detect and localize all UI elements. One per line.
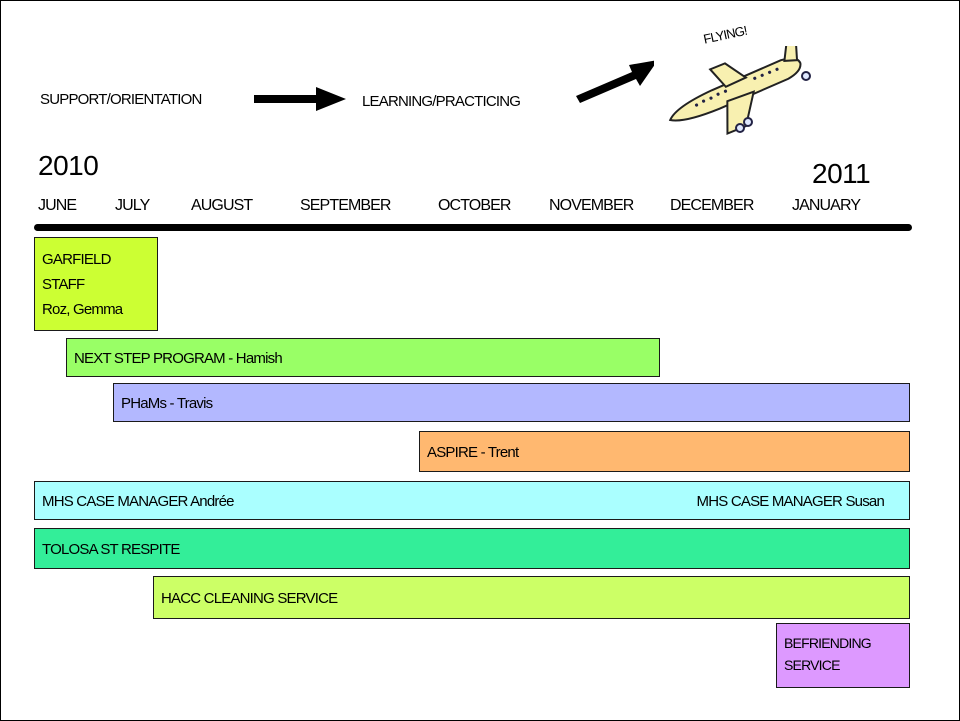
month-november: NOVEMBER [549,197,634,214]
month-august: AUGUST [191,197,253,214]
service-label: HACC CLEANING SERVICE [161,590,338,607]
service-label: Roz, Gemma [42,301,123,318]
service-label: BEFRIENDING [784,635,872,651]
month-july: JULY [115,197,150,214]
airplane-icon [654,46,814,136]
arrow-right-icon [254,87,346,111]
stage-learning-practicing: LEARNING/PRACTICING [362,93,521,110]
service-label: NEXT STEP PROGRAM - Hamish [74,350,283,367]
service-label: STAFF [42,276,85,293]
service-label: SERVICE [784,657,840,673]
service-label: GARFIELD [42,251,111,268]
service-next-step-program: NEXT STEP PROGRAM - Hamish [66,338,660,377]
service-label: TOLOSA ST RESPITE [42,541,180,558]
arrow-diagonal-icon [576,60,658,103]
year-start: 2010 [38,150,99,181]
service-befriending: BEFRIENDING SERVICE [776,623,910,688]
service-aspire: ASPIRE - Trent [419,431,910,472]
month-june: JUNE [38,197,77,214]
timeline-axis [34,224,912,231]
service-tolosa-st-respite: TOLOSA ST RESPITE [34,528,910,569]
service-garfield-staff: GARFIELD STAFF Roz, Gemma [34,237,158,331]
month-september: SEPTEMBER [300,197,391,214]
service-label: PHaMs - Travis [121,395,213,412]
stage-support-orientation: SUPPORT/ORIENTATION [40,91,202,108]
year-end: 2011 [812,158,871,189]
service-hacc-cleaning: HACC CLEANING SERVICE [153,576,910,619]
month-october: OCTOBER [438,197,511,214]
service-label: MHS CASE MANAGER Andrée [42,493,234,510]
service-mhs-case-manager: MHS CASE MANAGER Andrée MHS CASE MANAGER… [34,481,910,520]
service-phams: PHaMs - Travis [113,383,910,422]
service-label: ASPIRE - Trent [427,444,519,461]
service-label-right: MHS CASE MANAGER Susan [696,493,885,510]
month-december: DECEMBER [670,197,754,214]
month-january: JANUARY [792,197,861,214]
